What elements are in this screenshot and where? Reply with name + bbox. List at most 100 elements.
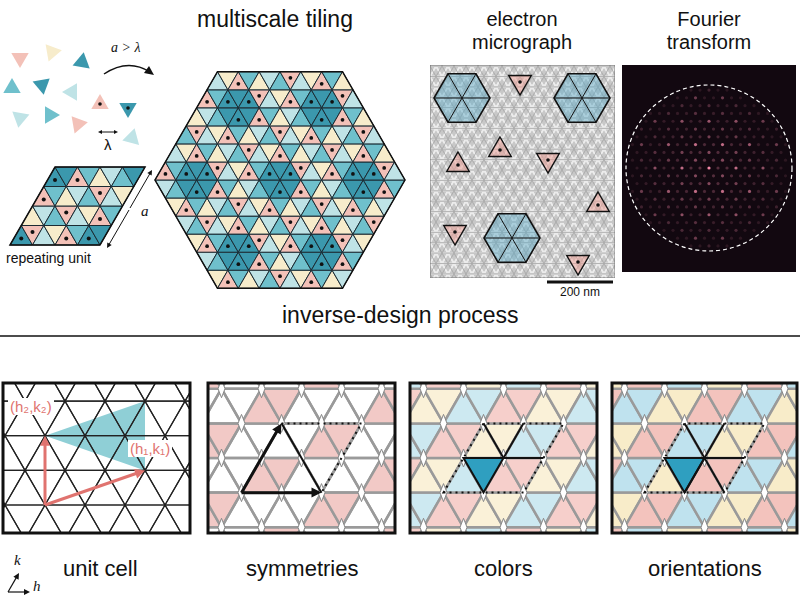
diffraction-spot xyxy=(725,120,728,123)
tile xyxy=(544,77,556,87)
diffraction-spot xyxy=(676,174,679,177)
tile xyxy=(610,97,615,107)
diffraction-spot xyxy=(734,151,737,154)
hexagon-mark xyxy=(484,214,540,262)
tile xyxy=(448,191,460,201)
tile xyxy=(484,191,496,201)
tile xyxy=(598,149,610,159)
tile xyxy=(526,118,538,128)
tile xyxy=(604,264,615,274)
tile-dot xyxy=(257,238,261,242)
tile xyxy=(556,243,568,253)
diffraction-spot xyxy=(635,166,638,169)
tile xyxy=(550,201,562,211)
tile-dot xyxy=(341,94,345,98)
diffraction-spot xyxy=(712,127,715,130)
tile xyxy=(586,170,598,180)
tile xyxy=(454,139,466,149)
tile xyxy=(574,232,586,242)
diffraction-spot xyxy=(649,205,652,208)
diffraction-spot xyxy=(658,159,661,162)
diffraction-spot xyxy=(739,96,742,99)
tile-dot xyxy=(341,118,345,122)
tile xyxy=(442,128,454,138)
tile xyxy=(604,66,615,76)
tile xyxy=(586,232,598,242)
diffraction-spot xyxy=(680,198,683,201)
tile xyxy=(442,139,454,149)
diffraction-spot xyxy=(685,143,688,146)
tile xyxy=(490,180,502,190)
tile xyxy=(580,139,592,149)
diffraction-spot xyxy=(712,174,715,177)
diffraction-spot xyxy=(676,143,679,146)
tile xyxy=(610,87,615,97)
tile xyxy=(562,222,574,232)
tile xyxy=(484,160,496,170)
diffraction-spot xyxy=(667,127,670,130)
tile xyxy=(556,66,568,76)
tile xyxy=(448,253,460,263)
tile xyxy=(484,77,496,87)
tile xyxy=(514,149,526,159)
tile xyxy=(562,170,574,180)
tile-dot xyxy=(98,191,102,195)
tile xyxy=(460,201,472,211)
diffraction-spot xyxy=(680,182,683,185)
tile xyxy=(598,118,610,128)
tile xyxy=(442,264,454,274)
tile xyxy=(532,274,544,278)
tile xyxy=(568,222,580,232)
tile xyxy=(604,108,615,118)
tile-dot xyxy=(382,190,386,194)
diffraction-spot xyxy=(649,221,652,224)
tile xyxy=(556,128,568,138)
tile xyxy=(580,128,592,138)
tile xyxy=(592,160,604,170)
tile xyxy=(556,232,568,242)
tile xyxy=(598,160,610,170)
tile xyxy=(520,118,532,128)
free-triangle xyxy=(73,52,90,68)
tile-dot xyxy=(226,136,230,140)
tile xyxy=(574,222,586,232)
tile-dot xyxy=(236,262,240,266)
tile xyxy=(436,139,448,149)
tile xyxy=(448,139,460,149)
tile xyxy=(544,87,556,97)
tile-dot xyxy=(75,178,79,182)
fourier-ground xyxy=(622,65,796,272)
tile-dot xyxy=(278,190,282,194)
diffraction-spot xyxy=(752,120,755,123)
diffraction-spot xyxy=(694,190,697,193)
diffraction-spot xyxy=(653,151,656,154)
tile xyxy=(472,180,484,190)
tile xyxy=(472,139,484,149)
tile xyxy=(610,77,615,87)
tile xyxy=(610,191,615,201)
diffraction-spot xyxy=(685,221,688,224)
tile xyxy=(430,201,442,211)
tile xyxy=(610,264,615,274)
tile-dot xyxy=(205,244,209,248)
tile xyxy=(430,232,442,242)
tile xyxy=(526,264,538,274)
tile xyxy=(454,128,466,138)
tile xyxy=(610,180,615,190)
tile xyxy=(526,170,538,180)
tile xyxy=(123,167,146,186)
tile xyxy=(544,191,556,201)
tile xyxy=(514,170,526,180)
tile xyxy=(550,170,562,180)
tile-dot xyxy=(382,166,386,170)
tile xyxy=(496,87,508,97)
diffraction-spot xyxy=(671,151,674,154)
tile xyxy=(610,191,615,201)
tile xyxy=(532,170,544,180)
tile xyxy=(472,128,484,138)
diffraction-spot xyxy=(667,190,670,193)
diffraction-spot xyxy=(734,120,737,123)
diffraction-spot xyxy=(676,96,679,99)
diffraction-spot xyxy=(676,221,679,224)
tile xyxy=(484,274,496,278)
